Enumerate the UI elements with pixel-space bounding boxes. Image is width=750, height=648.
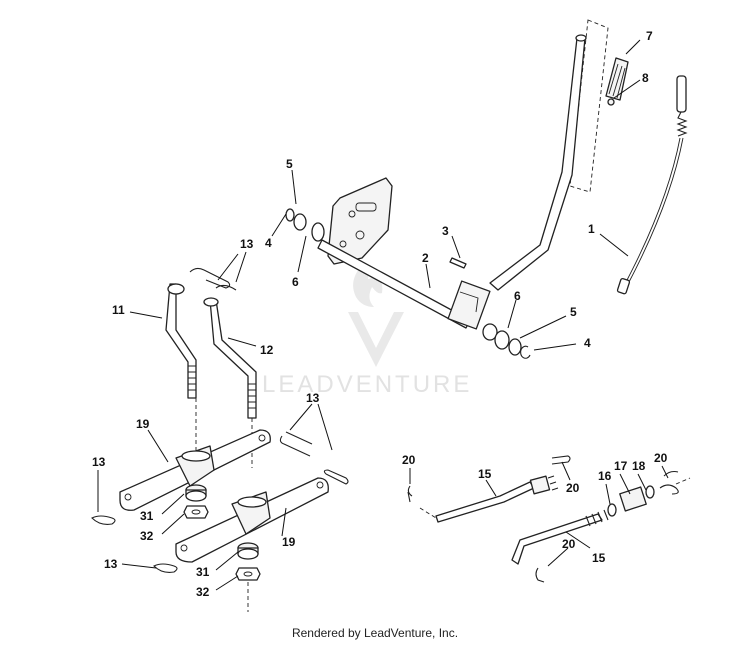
- callout-6: 6: [292, 275, 299, 289]
- callout-15a: 15: [478, 467, 492, 481]
- hairpin-clip-left: [91, 515, 116, 525]
- callout-16: 16: [598, 469, 612, 483]
- hairpin-clip-20d: [663, 470, 679, 477]
- callout-5: 5: [286, 157, 293, 171]
- callout-32b: 32: [196, 585, 210, 599]
- callout-18: 18: [632, 459, 646, 473]
- footer-credit: Rendered by LeadVenture, Inc.: [291, 626, 459, 640]
- callout-19b: 19: [282, 535, 296, 549]
- callout-6b: 6: [514, 289, 521, 303]
- handle-grip: [605, 57, 629, 101]
- nut-upper: [183, 505, 209, 519]
- set-screw: [607, 98, 615, 106]
- callout-15b: 15: [592, 551, 606, 565]
- callout-2: 2: [422, 251, 429, 265]
- callout-32a: 32: [140, 529, 154, 543]
- shaft-right-hardware: [482, 323, 531, 359]
- lift-arm-upper: [119, 429, 271, 511]
- lift-lever: [489, 37, 586, 291]
- callout-13d: 13: [104, 557, 118, 571]
- pin: [449, 257, 467, 269]
- lever-top: [575, 34, 587, 42]
- callout-17: 17: [614, 459, 628, 473]
- callout-20c: 20: [654, 451, 668, 465]
- hairpin-clip-mid: [323, 469, 349, 485]
- callout-20d: 20: [562, 537, 576, 551]
- ferrule-assembly: [607, 477, 691, 517]
- callout-20b: 20: [566, 481, 580, 495]
- hairpin-clip-bottom: [153, 563, 178, 573]
- shaft: [317, 239, 491, 330]
- mounting-plate: [327, 177, 393, 265]
- callout-4b: 4: [584, 336, 591, 350]
- callout-8: 8: [642, 71, 649, 85]
- adjust-rod-upper: [419, 475, 559, 523]
- callout-3: 3: [442, 224, 449, 238]
- hairpin-clip-top: [189, 267, 237, 291]
- grip-region-outline: [569, 19, 609, 193]
- watermark-text: LEADVENTURE: [262, 371, 472, 398]
- callout-4: 4: [265, 236, 272, 250]
- adjust-rod-lower: [511, 509, 609, 565]
- lift-link-right: [203, 297, 257, 468]
- callout-13b: 13: [306, 391, 320, 405]
- callout-13a: 13: [240, 237, 254, 251]
- callout-labels: 7 8 1 5 4 6 3 2 6 5 4 13 11 12 13 19 13 …: [92, 29, 668, 599]
- callout-20a: 20: [402, 453, 416, 467]
- callout-12: 12: [260, 343, 274, 357]
- hairpin-clip-right: [279, 431, 313, 457]
- shaft-left-hardware: [285, 208, 325, 242]
- hairpin-clip-20a: [407, 485, 413, 503]
- hairpin-clip-20b: [551, 455, 571, 465]
- lift-arm-lower: [175, 477, 329, 563]
- bushing-upper: [185, 484, 207, 502]
- callout-7: 7: [646, 29, 653, 43]
- leader-lines: [97, 39, 669, 591]
- callout-31b: 31: [196, 565, 210, 579]
- bushing-lower: [237, 542, 259, 560]
- nut-lower: [235, 567, 261, 581]
- callout-5b: 5: [570, 305, 577, 319]
- cable: [616, 75, 688, 295]
- callout-1: 1: [588, 222, 595, 236]
- callout-19a: 19: [136, 417, 150, 431]
- hairpin-clip-20c: [535, 567, 545, 583]
- callout-31a: 31: [140, 509, 154, 523]
- lift-link-left: [165, 283, 197, 460]
- callout-11: 11: [112, 303, 125, 317]
- callout-13c: 13: [92, 455, 106, 469]
